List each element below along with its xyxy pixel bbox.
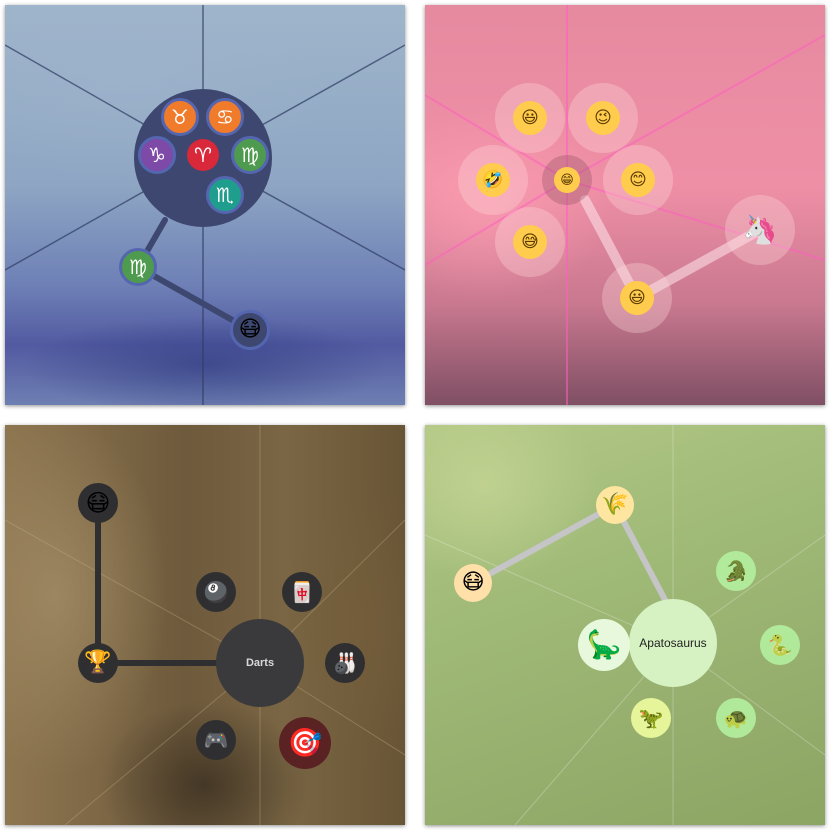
sauropod-icon[interactable]: 🦕 [578,619,630,671]
games-panel: 😷 🏆 Darts 🎱 🀄 🎳 🎯 🎮 [5,425,405,825]
t-rex-icon[interactable]: 🦖 [631,698,671,738]
capricorn-icon[interactable]: ♑ [138,136,176,174]
game-controller-icon[interactable]: 🎮 [196,720,236,760]
crocodile-icon[interactable]: 🐊 [716,551,756,591]
scorpio-icon[interactable]: ♏ [206,176,244,214]
hub-emoji[interactable]: 😁 [542,155,592,205]
radial-guide-lines [5,425,405,825]
ring-emoji-3[interactable]: 🤣 [458,145,528,215]
pool-8-ball-icon[interactable]: 🎱 [196,572,236,612]
mask-face-icon[interactable]: 😷 [78,483,118,523]
smileys-panel: 😃 😉 🤣 😁 😊 😅 😃 🦄 [425,5,825,405]
branch-emoji[interactable]: 😃 [602,263,672,333]
target-icon[interactable]: 🎯 [279,717,331,769]
aries-icon[interactable]: ♈ [187,139,219,171]
bowling-icon[interactable]: 🎳 [325,643,365,683]
ring-emoji-4[interactable]: 😊 [603,145,673,215]
mask-face-icon[interactable]: 😷 [454,564,492,602]
darts-hub[interactable]: Darts [216,619,304,707]
dinosaurs-panel: 😷 🌾 Apatosaurus 🐊 🦕 🐍 🦖 🐢 [425,425,825,825]
radial-guide-lines [5,5,405,405]
turtle-icon[interactable]: 🐢 [716,698,756,738]
radial-guide-lines [425,5,825,405]
virgo-branch-icon[interactable]: ♍ [119,248,157,286]
hub-label: Darts [245,657,275,669]
radial-guide-lines [425,425,825,825]
hub-label: Apatosaurus [639,636,707,650]
snake-icon[interactable]: 🐍 [760,625,800,665]
zodiac-panel: ♉ ♋ ♑ ♈ ♍ ♏ ♍ 😷 [5,5,405,405]
ring-emoji-1[interactable]: 😃 [495,83,565,153]
taurus-icon[interactable]: ♉ [161,98,199,136]
unicorn-icon[interactable]: 🦄 [725,195,795,265]
ring-emoji-2[interactable]: 😉 [568,83,638,153]
virgo-icon[interactable]: ♍ [231,136,269,174]
cancer-icon[interactable]: ♋ [206,98,244,136]
trophy-icon[interactable]: 🏆 [78,643,118,683]
mask-face-icon[interactable]: 😷 [230,310,270,350]
mahjong-icon[interactable]: 🀄 [282,572,322,612]
ring-emoji-5[interactable]: 😅 [495,207,565,277]
rice-icon[interactable]: 🌾 [596,486,634,524]
apatosaurus-hub[interactable]: Apatosaurus [629,599,717,687]
